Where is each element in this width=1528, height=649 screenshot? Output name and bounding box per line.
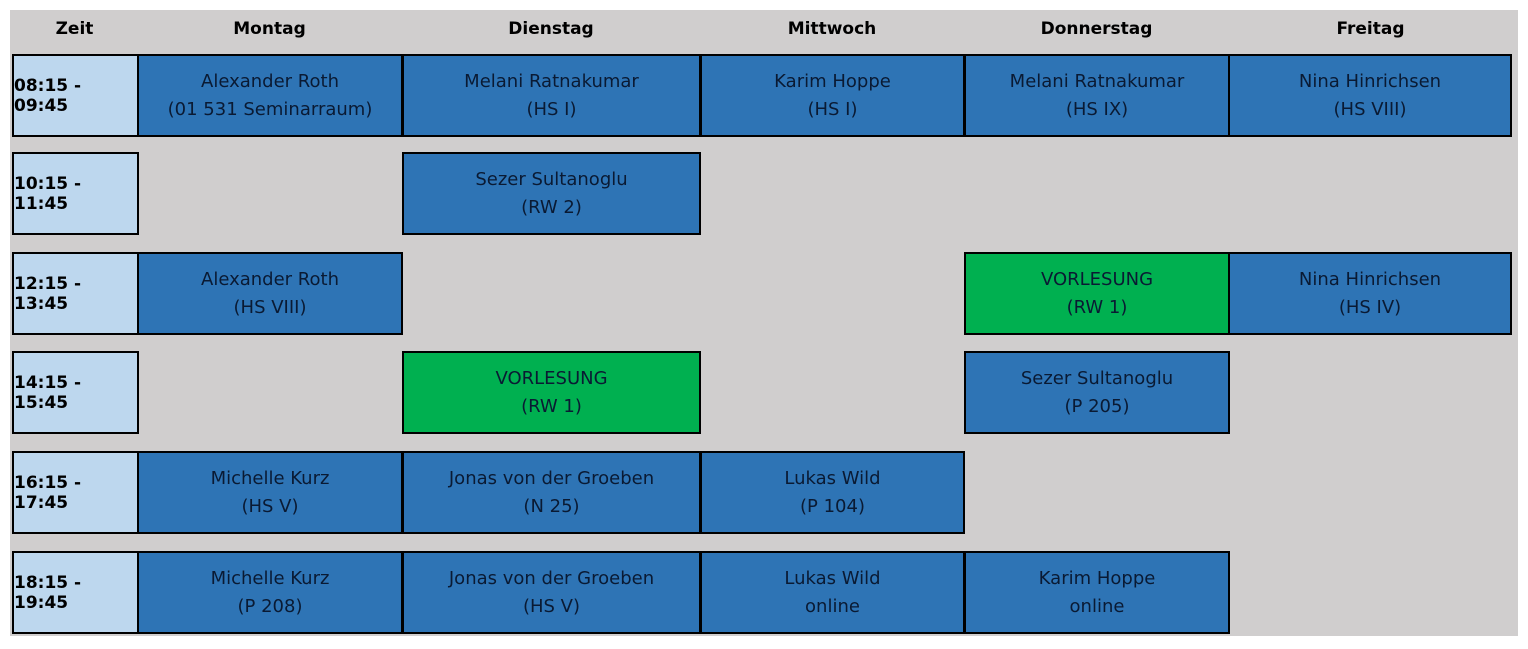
tutorial-cell: Karim Hoppe (HS I) xyxy=(700,54,965,137)
header-montag: Montag xyxy=(233,19,306,39)
cell-room: (HS V) xyxy=(241,495,299,517)
cell-room: (RW 1) xyxy=(521,395,582,417)
cell-title: Alexander Roth xyxy=(201,268,339,290)
header-dienstag: Dienstag xyxy=(508,19,594,39)
cell-room: (01 531 Seminarraum) xyxy=(167,98,373,120)
cell-title: Michelle Kurz xyxy=(210,567,330,589)
cell-room: (P 205) xyxy=(1064,395,1130,417)
cell-title: Karim Hoppe xyxy=(774,70,891,92)
time-slot-label: 08:15 - 09:45 xyxy=(12,54,139,137)
cell-room: (HS VIII) xyxy=(233,296,307,318)
cell-room: (P 208) xyxy=(237,595,303,617)
cell-room: (HS I) xyxy=(526,98,577,120)
tutorial-cell: Sezer Sultanoglu (P 205) xyxy=(964,351,1230,434)
tutorial-cell: Sezer Sultanoglu (RW 2) xyxy=(402,152,701,235)
header-donnerstag: Donnerstag xyxy=(1040,19,1153,39)
cell-title: Karim Hoppe xyxy=(1038,567,1156,589)
cell-room: (HS IX) xyxy=(1065,98,1129,120)
tutorial-cell: Alexander Roth (01 531 Seminarraum) xyxy=(137,54,403,137)
tutorial-cell: Melani Ratnakumar (HS I) xyxy=(402,54,701,137)
tutorial-cell: Jonas von der Groeben (HS V) xyxy=(402,551,701,634)
cell-title: VORLESUNG xyxy=(495,367,608,389)
cell-room: (HS IV) xyxy=(1338,296,1402,318)
tutorial-cell: Michelle Kurz (P 208) xyxy=(137,551,403,634)
schedule-table: Zeit Montag Dienstag Mittwoch Donnerstag… xyxy=(10,10,1518,636)
cell-room: online xyxy=(1069,595,1125,617)
time-slot-label: 18:15 - 19:45 xyxy=(12,551,139,634)
cell-room: (HS VIII) xyxy=(1333,98,1407,120)
cell-title: Nina Hinrichsen xyxy=(1298,70,1442,92)
header-freitag: Freitag xyxy=(1336,19,1405,39)
time-slot-label: 10:15 - 11:45 xyxy=(12,152,139,235)
cell-title: Sezer Sultanoglu xyxy=(475,168,628,190)
cell-title: Melani Ratnakumar xyxy=(464,70,639,92)
cell-room: (HS I) xyxy=(807,98,858,120)
cell-title: Jonas von der Groeben xyxy=(448,467,655,489)
cell-room: online xyxy=(805,595,860,617)
cell-title: Melani Ratnakumar xyxy=(1009,70,1185,92)
time-slot-label: 16:15 - 17:45 xyxy=(12,451,139,534)
cell-title: Alexander Roth xyxy=(201,70,339,92)
tutorial-cell: Nina Hinrichsen (HS IV) xyxy=(1228,252,1512,335)
tutorial-cell: Melani Ratnakumar (HS IX) xyxy=(964,54,1230,137)
cell-room: (P 104) xyxy=(800,495,865,517)
cell-title: Michelle Kurz xyxy=(210,467,330,489)
tutorial-cell: Nina Hinrichsen (HS VIII) xyxy=(1228,54,1512,137)
tutorial-cell: Lukas Wild (P 104) xyxy=(700,451,965,534)
cell-title: VORLESUNG xyxy=(1040,268,1154,290)
cell-title: Lukas Wild xyxy=(784,567,881,589)
cell-title: Lukas Wild xyxy=(784,467,881,489)
lecture-cell: VORLESUNG (RW 1) xyxy=(402,351,701,434)
time-slot-label: 14:15 - 15:45 xyxy=(12,351,139,434)
cell-room: (HS V) xyxy=(522,595,581,617)
cell-room: (RW 2) xyxy=(521,196,582,218)
tutorial-cell: Alexander Roth (HS VIII) xyxy=(137,252,403,335)
cell-title: Nina Hinrichsen xyxy=(1298,268,1442,290)
cell-room: (RW 1) xyxy=(1066,296,1128,318)
time-slot-label: 12:15 - 13:45 xyxy=(12,252,139,335)
cell-room: (N 25) xyxy=(523,495,580,517)
tutorial-cell: Michelle Kurz (HS V) xyxy=(137,451,403,534)
tutorial-cell: Jonas von der Groeben (N 25) xyxy=(402,451,701,534)
tutorial-cell: Karim Hoppe online xyxy=(964,551,1230,634)
cell-title: Jonas von der Groeben xyxy=(448,567,655,589)
tutorial-cell: Lukas Wild online xyxy=(700,551,965,634)
lecture-cell: VORLESUNG (RW 1) xyxy=(964,252,1230,335)
header-zeit: Zeit xyxy=(55,19,94,39)
header-mittwoch: Mittwoch xyxy=(787,19,877,39)
cell-title: Sezer Sultanoglu xyxy=(1020,367,1174,389)
